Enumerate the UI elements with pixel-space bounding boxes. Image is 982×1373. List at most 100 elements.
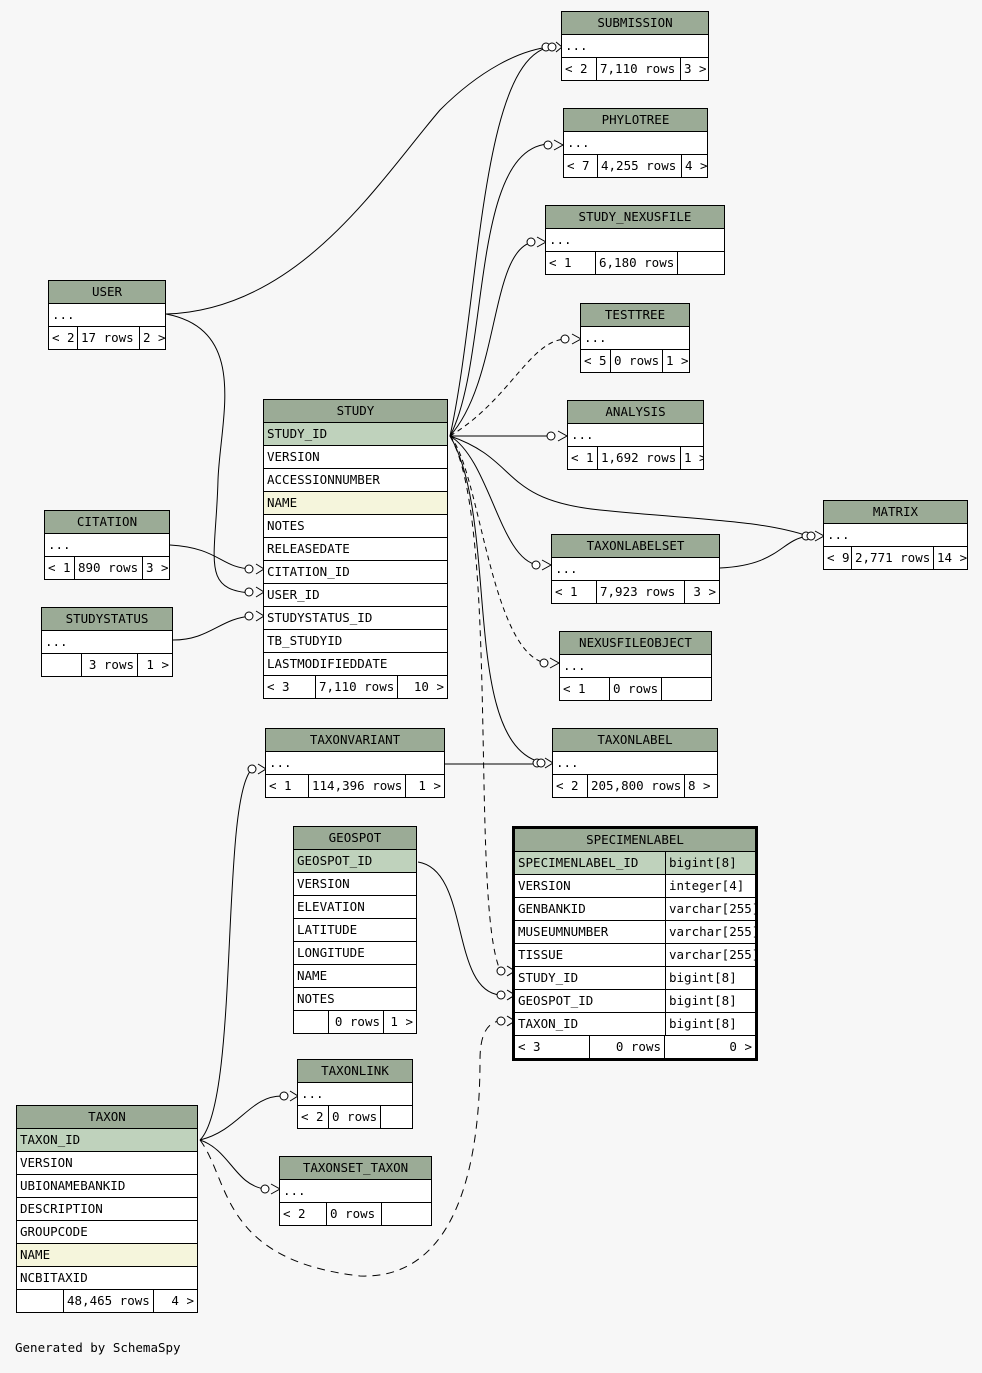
table-column[interactable]: CITATION_ID [264,561,447,584]
table-header[interactable]: TAXONSET_TAXON [280,1157,431,1180]
table-taxonset-taxon[interactable]: TAXONSET_TAXON ... < 2 0 rows [279,1156,432,1226]
table-column-indexed[interactable]: NAME [17,1244,197,1267]
footer-children[interactable]: 1 > [418,778,441,793]
footer-children[interactable]: 10 > [413,679,444,694]
table-column[interactable]: UBIONAMEBANKID [17,1175,197,1198]
footer-parents[interactable]: < 2 [49,327,78,349]
table-header[interactable]: TAXONLABEL [553,729,717,752]
table-header[interactable]: USER [49,281,165,304]
table-column[interactable]: NOTES [264,515,447,538]
table-header[interactable]: CITATION [45,511,169,534]
footer-children[interactable]: 1 > [146,657,169,672]
table-study-nexusfile[interactable]: STUDY_NEXUSFILE ... < 1 6,180 rows [545,205,725,275]
table-header[interactable]: TESTTREE [581,304,689,327]
table-column[interactable]: USER_ID [264,584,447,607]
table-header[interactable]: SUBMISSION [562,12,708,35]
table-column[interactable]: VERSION [264,446,447,469]
footer-children[interactable]: 2 > [143,330,165,345]
table-header[interactable]: PHYLOTREE [564,109,707,132]
footer-parents[interactable]: < 2 [562,58,597,80]
table-study[interactable]: STUDY STUDY_ID VERSION ACCESSIONNUMBER N… [263,399,448,699]
table-column-primary-key[interactable]: STUDY_ID [264,423,447,446]
table-header[interactable]: TAXONLABELSET [552,535,719,558]
table-header[interactable]: TAXONLINK [298,1060,412,1083]
footer-parents[interactable]: < 2 [280,1203,327,1225]
table-column[interactable]: DESCRIPTION [17,1198,197,1221]
footer-parents[interactable]: < 2 [298,1106,329,1128]
footer-parents[interactable]: < 9 [824,547,852,569]
table-column[interactable]: NCBITAXID [17,1267,197,1290]
footer-parents[interactable]: < 1 [266,775,309,797]
footer-parents[interactable]: < 1 [45,557,75,579]
table-header[interactable]: GEOSPOT [294,827,416,850]
table-column[interactable]: TB_STUDYID [264,630,447,653]
footer-children[interactable]: 1 > [390,1014,413,1029]
footer-children[interactable]: 1 > [684,450,703,465]
table-header[interactable]: NEXUSFILEOBJECT [560,632,711,655]
table-matrix[interactable]: MATRIX ... < 9 2,771 rows 14 > [823,500,968,570]
footer-parents[interactable]: < 5 [581,350,611,372]
table-header[interactable]: SPECIMENLABEL [515,829,755,852]
table-column-indexed[interactable]: NAME [264,492,447,515]
table-taxon[interactable]: TAXON TAXON_ID VERSION UBIONAMEBANKID DE… [16,1105,198,1313]
footer-parents[interactable]: < 7 [564,155,598,177]
footer-children[interactable]: 3 > [693,584,716,599]
table-column-primary-key[interactable]: GEOSPOT_ID [294,850,416,873]
table-studystatus[interactable]: STUDYSTATUS ... 3 rows 1 > [41,607,173,677]
footer-parents[interactable]: < 3 [515,1036,590,1058]
footer-parents[interactable]: < 1 [552,581,597,603]
table-column[interactable]: NAME [294,965,416,988]
table-analysis[interactable]: ANALYSIS ... < 1 1,692 rows 1 > [567,400,704,470]
footer-parents[interactable]: < 1 [568,447,598,469]
table-column[interactable]: ELEVATION [294,896,416,919]
table-column[interactable]: VERSION [17,1152,197,1175]
table-geospot[interactable]: GEOSPOT GEOSPOT_ID VERSION ELEVATION LAT… [293,826,417,1034]
table-column[interactable]: NOTES [294,988,416,1011]
table-column[interactable]: LASTMODIFIEDDATE [264,653,447,676]
table-nexusfileobject[interactable]: NEXUSFILEOBJECT ... < 1 0 rows [559,631,712,701]
table-taxonlabelset[interactable]: TAXONLABELSET ... < 1 7,923 rows 3 > [551,534,720,604]
table-column[interactable]: LONGITUDE [294,942,416,965]
table-header[interactable]: ANALYSIS [568,401,703,424]
footer-children[interactable]: 3 > [146,560,169,575]
table-user[interactable]: USER ... < 2 17 rows 2 > [48,280,166,350]
table-column[interactable]: VERSION [294,873,416,896]
table-header[interactable]: STUDY_NEXUSFILE [546,206,724,229]
table-column[interactable]: RELEASEDATE [264,538,447,561]
footer-children[interactable]: 1 > [666,353,689,368]
table-submission[interactable]: SUBMISSION ... < 2 7,110 rows 3 > [561,11,709,81]
footer-parents[interactable]: < 1 [560,678,610,700]
table-header[interactable]: TAXONVARIANT [266,729,444,752]
footer-children[interactable]: 14 > [937,550,967,565]
table-header[interactable]: STUDY [264,400,447,423]
table-column-primary-key[interactable]: TAXON_ID [17,1129,197,1152]
table-header[interactable]: STUDYSTATUS [42,608,172,631]
footer-parents[interactable]: < 1 [546,252,596,274]
footer-children[interactable]: 8 > [688,778,711,793]
table-phylotree[interactable]: PHYLOTREE ... < 7 4,255 rows 4 > [563,108,708,178]
footer-children[interactable]: 4 > [685,158,707,173]
table-citation[interactable]: CITATION ... < 1 890 rows 3 > [44,510,170,580]
table-taxonlabel[interactable]: TAXONLABEL ... < 2 205,800 rows 8 > [552,728,718,798]
table-column[interactable]: GROUPCODE [17,1221,197,1244]
footer-parents[interactable]: < 3 [264,676,316,698]
footer-parents[interactable]: < 2 [553,775,588,797]
table-column[interactable]: LATITUDE [294,919,416,942]
table-header[interactable]: TAXON [17,1106,197,1129]
table-header[interactable]: MATRIX [824,501,967,524]
footer-children[interactable]: 3 > [684,61,707,76]
footer-children[interactable]: 4 > [171,1293,194,1308]
table-testtree[interactable]: TESTTREE ... < 5 0 rows 1 > [580,303,690,373]
table-column[interactable]: STUDYSTATUS_ID [264,607,447,630]
table-taxonlink[interactable]: TAXONLINK ... < 2 0 rows [297,1059,413,1129]
footer-children[interactable]: 0 > [729,1039,752,1054]
table-taxonvariant[interactable]: TAXONVARIANT ... < 1 114,396 rows 1 > [265,728,445,798]
